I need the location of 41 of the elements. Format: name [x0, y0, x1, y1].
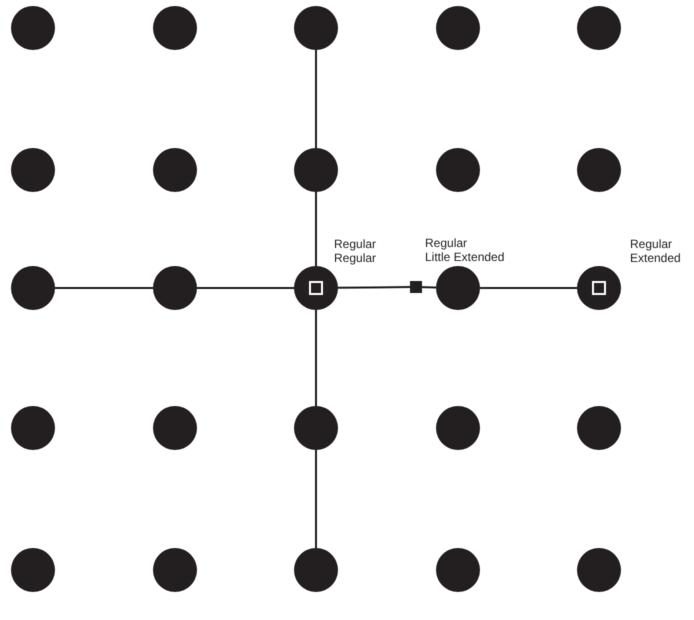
grid-dot [436, 548, 480, 592]
grid-dot [577, 148, 621, 192]
grid-dot [577, 548, 621, 592]
grid-dot [153, 548, 197, 592]
grid-dot [294, 406, 338, 450]
connector-line [422, 286, 436, 288]
connector-line [315, 310, 317, 406]
style-label: Little Extended [425, 250, 504, 264]
grid-dot [153, 6, 197, 50]
grid-dot [577, 406, 621, 450]
grid-dot [294, 6, 338, 50]
square-marker [410, 281, 422, 293]
connector-line [315, 192, 317, 266]
grid-dot [153, 406, 197, 450]
grid-dot [577, 6, 621, 50]
connector-line [315, 450, 317, 548]
style-label: Regular [334, 251, 376, 265]
grid-dot [436, 266, 480, 310]
grid-dot [11, 266, 55, 310]
grid-dot [153, 266, 197, 310]
grid-dot [294, 266, 338, 310]
grid-dot [11, 406, 55, 450]
style-label: Extended [630, 251, 681, 265]
connector-line [197, 287, 294, 289]
grid-dot [11, 148, 55, 192]
grid-dot [294, 548, 338, 592]
grid-dot [294, 148, 338, 192]
connector-line [315, 50, 317, 148]
grid-dot [436, 148, 480, 192]
grid-dot [436, 406, 480, 450]
connector-line [55, 287, 153, 289]
style-label: Regular [425, 236, 468, 250]
connector-line [480, 287, 577, 289]
grid-dot [153, 148, 197, 192]
style-label: Regular [630, 237, 672, 251]
style-label: Regular [334, 237, 376, 251]
connector-line [338, 286, 410, 289]
grid-dot [11, 6, 55, 50]
grid-dot [577, 266, 621, 310]
grid-dot [436, 6, 480, 50]
grid-dot [11, 548, 55, 592]
